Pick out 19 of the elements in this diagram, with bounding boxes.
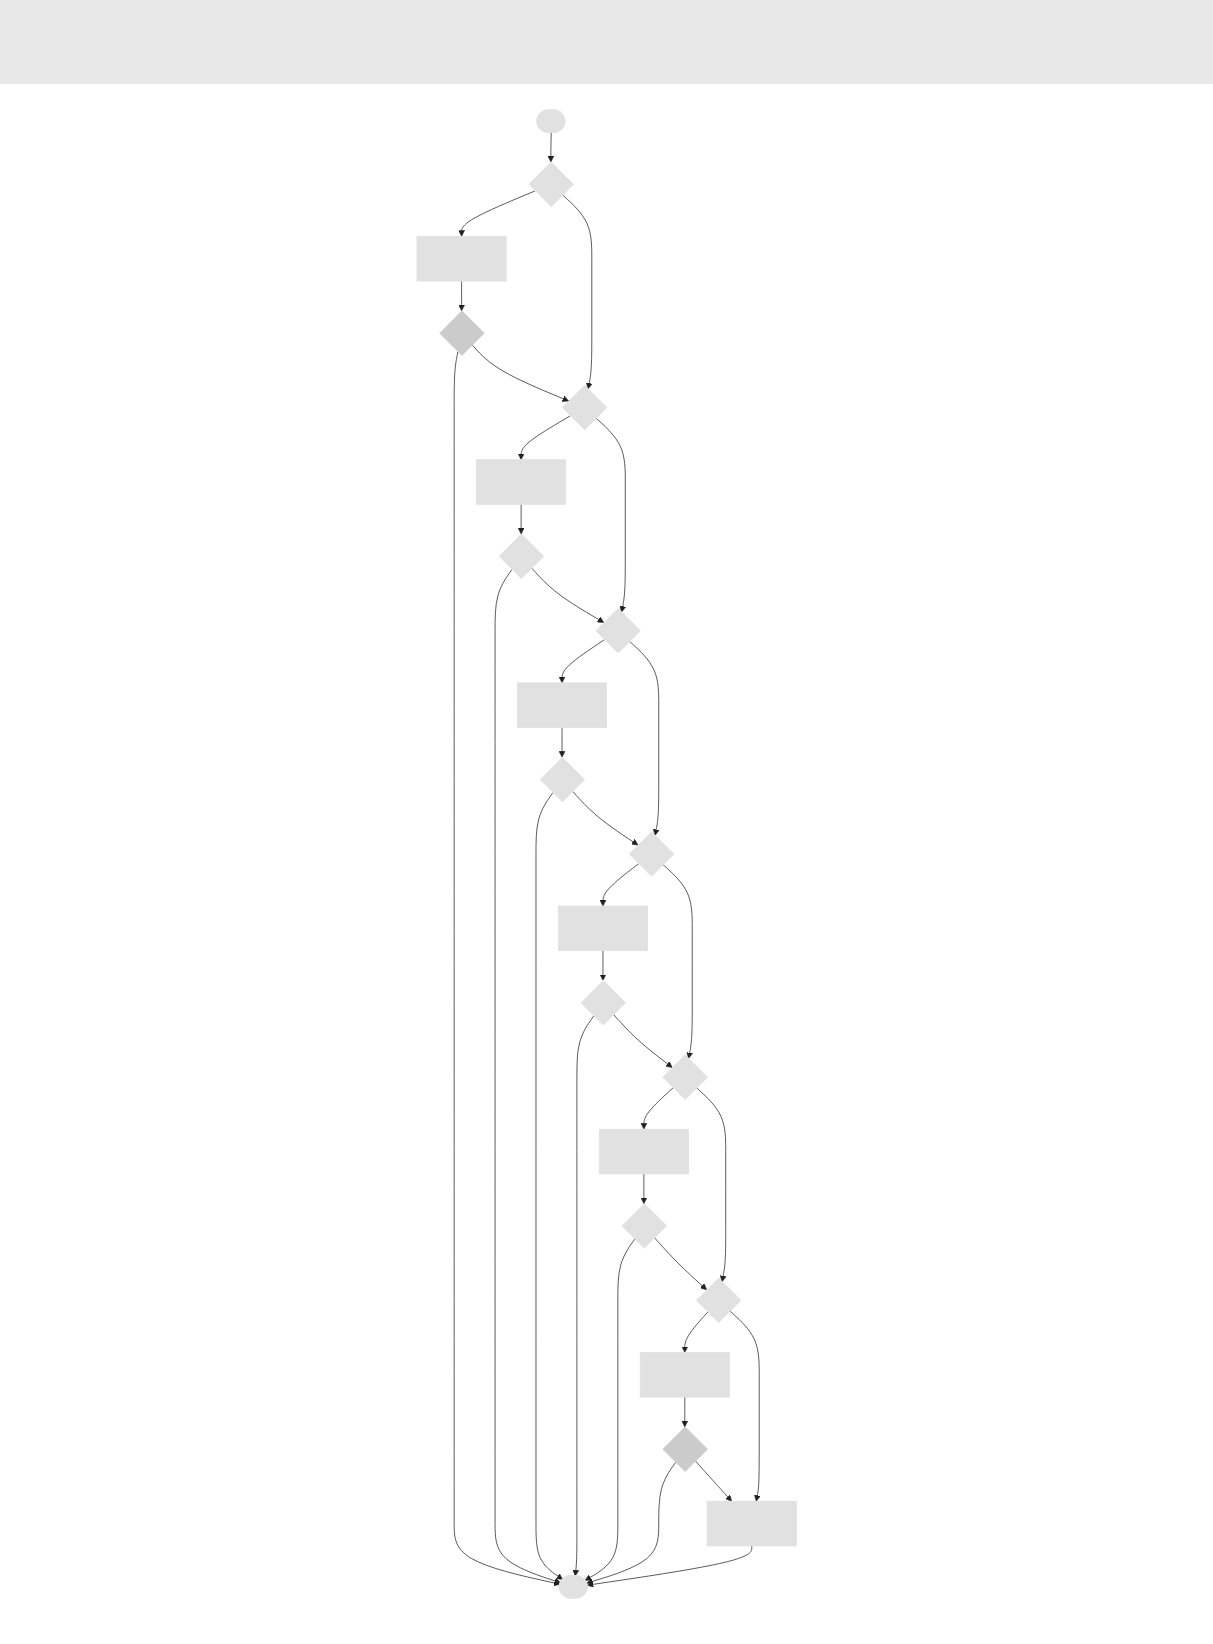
node-box [475,459,566,505]
node-diamond [595,608,641,654]
node-diamond [695,1277,742,1324]
node-diamond [662,1054,708,1100]
node-diamond [621,1203,667,1249]
node-diamond [662,1426,708,1472]
node-box [416,236,507,282]
node-box [516,682,607,728]
node-box [598,1128,689,1175]
node-diamond [628,831,675,877]
node-diamond [439,310,485,356]
node-box [706,1500,797,1547]
node-diamond [539,756,585,803]
node-diamond [528,161,574,208]
node-diamond [561,384,608,431]
node-diamond [580,980,626,1026]
node-box [639,1352,730,1398]
node-box [557,905,648,952]
node-diamond [498,533,544,580]
